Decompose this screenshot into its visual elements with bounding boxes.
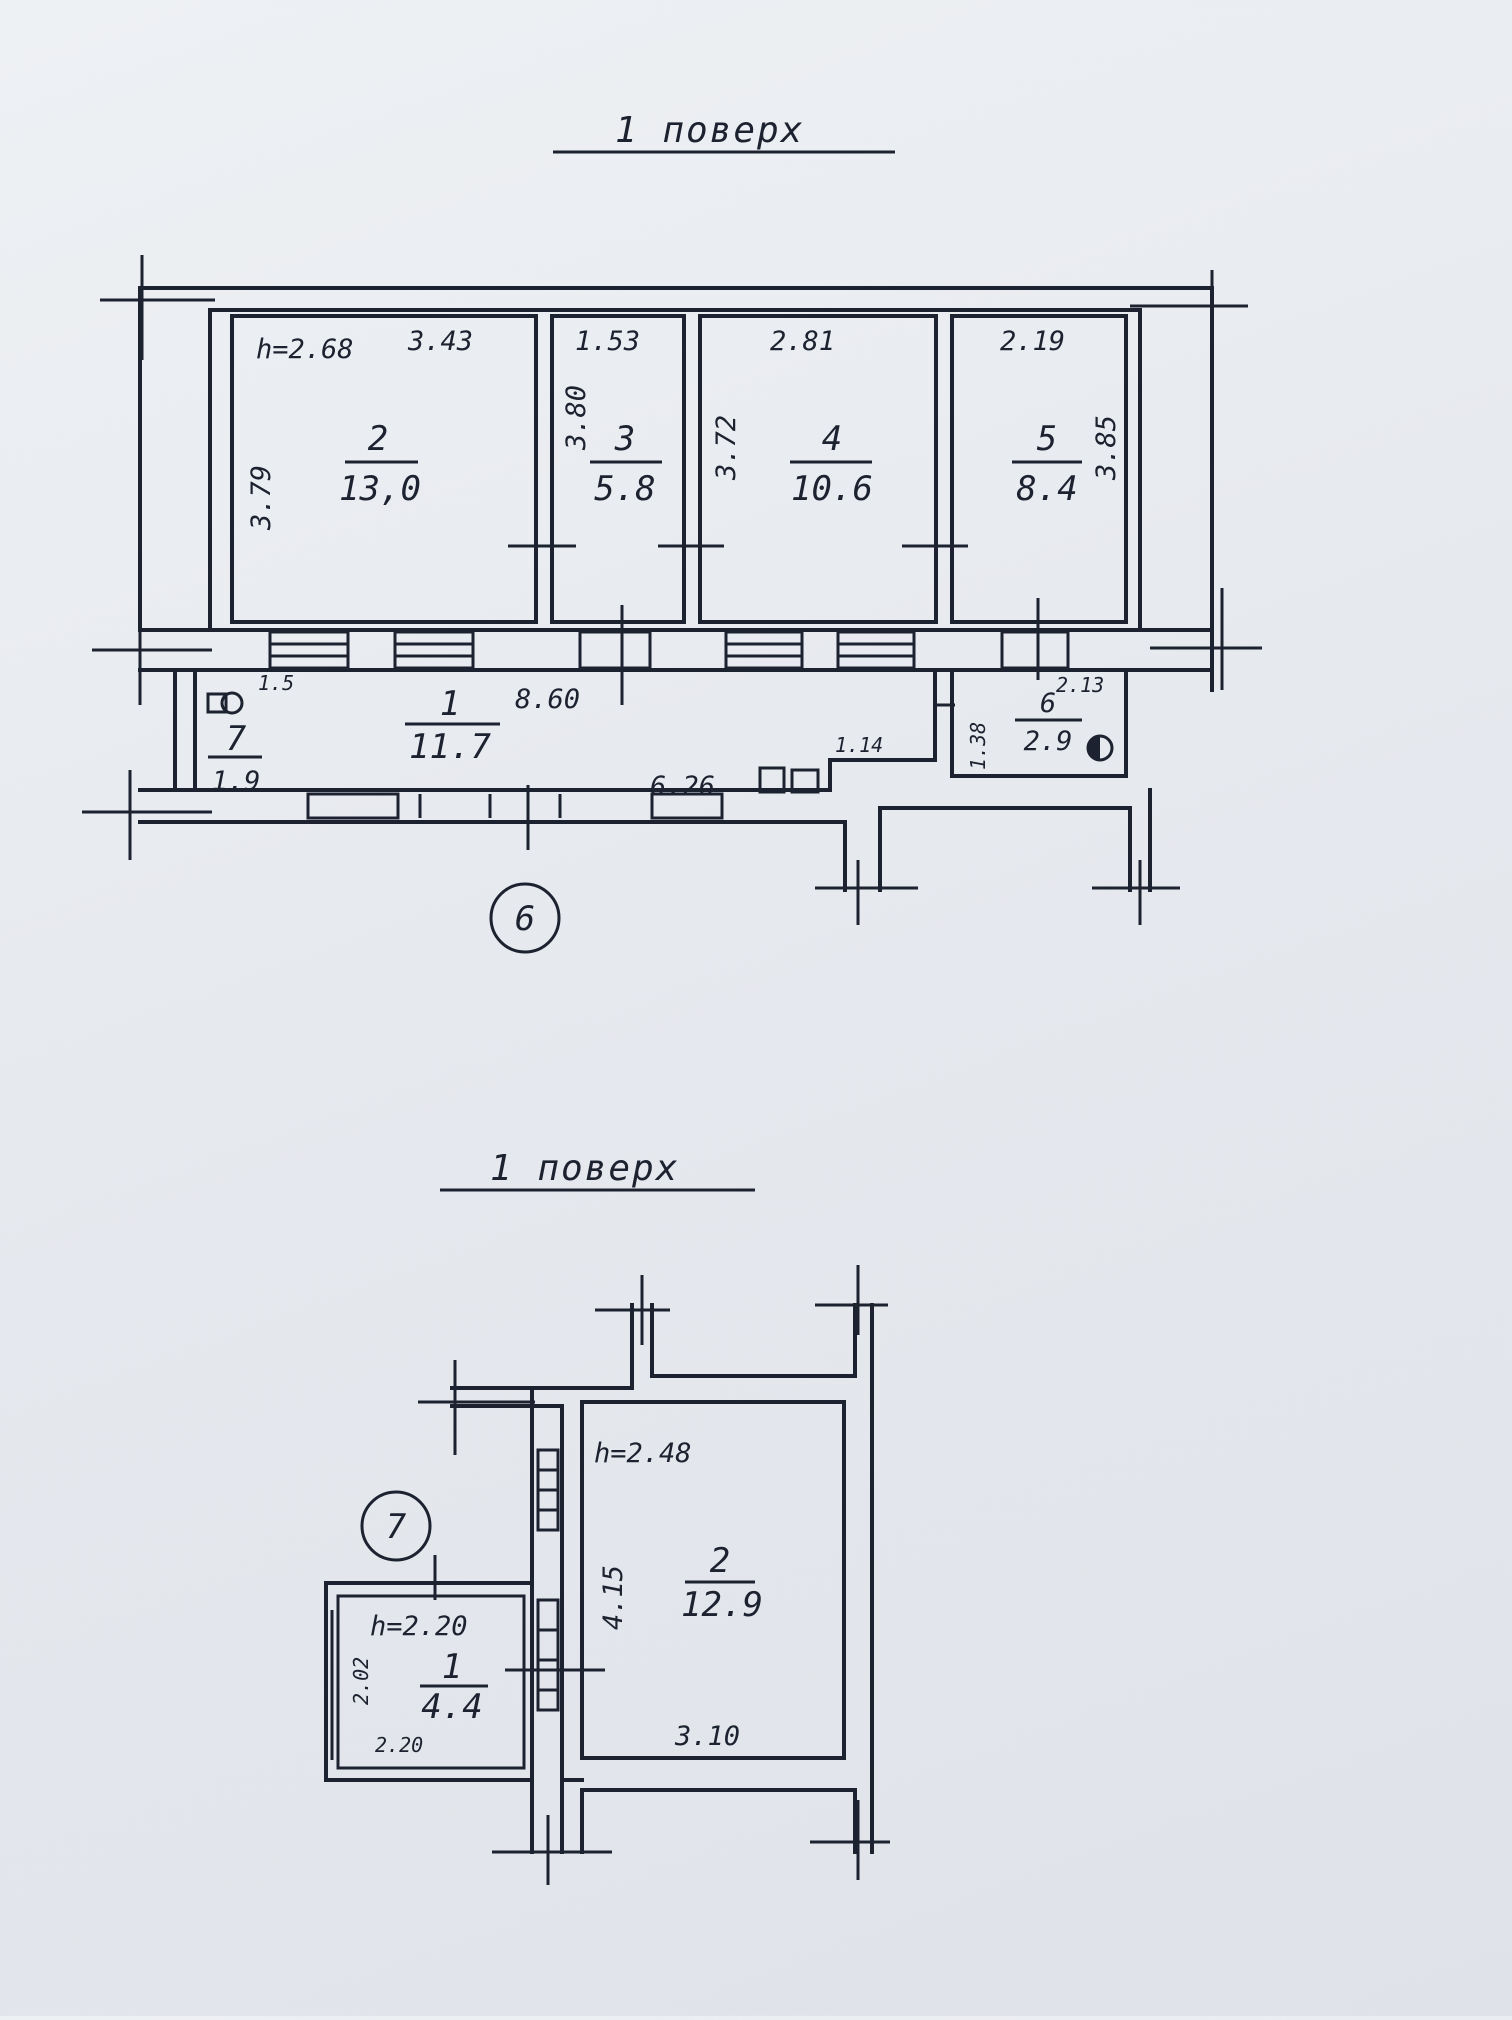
dim-corridor-bottom: 6.26 <box>650 771 715 802</box>
room-6-number: 6 <box>1040 688 1056 719</box>
dim-r3-width: 1.53 <box>575 326 640 357</box>
room-4-area: 10.6 <box>791 469 873 509</box>
plan-top-dimensions: h=2.68 3.43 3.79 1.53 3.80 2.81 3.72 2.1… <box>246 326 1122 802</box>
room-2-number: 2 <box>368 419 388 459</box>
plan-top-walls <box>138 286 1214 892</box>
plan-bottom-dimensions: h=2.48 4.15 3.10 h=2.20 2.02 2.20 <box>349 1438 740 1757</box>
room-7-area: 1.9 <box>212 766 261 797</box>
dim-r2-width: 3.43 <box>407 326 473 357</box>
plan-top-openings <box>206 630 1114 820</box>
plan-bottom-room-labels: 2 12.9 1 4.4 <box>420 1541 763 1727</box>
plan-top-room-labels: 2 13,0 3 5.8 4 10.6 5 8.4 1 11.7 7 1.9 6… <box>208 419 1082 797</box>
plan-bottom-marker-circle <box>360 1490 432 1562</box>
plan-bottom-walls <box>324 1303 874 1854</box>
dim-b2-height: h=2.48 <box>594 1438 692 1469</box>
dim-height: h=2.68 <box>256 334 354 365</box>
dim-r6-depth: 1.38 <box>966 722 990 770</box>
dim-b2-depth: 4.15 <box>598 1565 629 1630</box>
dim-r2-depth: 3.79 <box>246 465 277 531</box>
plan-bottom-marker: 7 <box>386 1507 407 1547</box>
plan-bottom-title: 1 поверх <box>490 1148 679 1189</box>
room-4-number: 4 <box>822 419 842 459</box>
dim-r5-depth: 3.85 <box>1091 415 1122 481</box>
room-b1-area: 4.4 <box>421 1687 482 1727</box>
dim-r3-depth: 3.80 <box>561 385 592 451</box>
room-2-area: 13,0 <box>339 469 421 509</box>
dim-b2-width: 3.10 <box>674 1721 740 1752</box>
dim-b1-depth: 2.02 <box>349 1657 373 1705</box>
dim-r4-depth: 3.72 <box>711 415 742 481</box>
room-6-area: 2.9 <box>1024 726 1073 757</box>
dim-r6-width: 2.13 <box>1056 673 1104 697</box>
dim-corridor-length: 8.60 <box>515 684 580 715</box>
plan-top-axis-ticks <box>82 255 1262 925</box>
room-1-number: 1 <box>440 684 460 724</box>
room-b2-number: 2 <box>710 1541 730 1581</box>
dim-b1-height: h=2.20 <box>370 1611 468 1642</box>
plan-bottom-openings <box>536 1448 560 1712</box>
dim-b1-width: 2.20 <box>375 1733 423 1757</box>
dim-r7-small: 1.5 <box>258 671 294 695</box>
dim-corridor-step: 1.14 <box>835 733 883 757</box>
room-3-area: 5.8 <box>594 469 655 509</box>
room-b2-area: 12.9 <box>681 1585 763 1625</box>
dim-r4-width: 2.81 <box>770 326 835 357</box>
plan-bottom: 1 поверх <box>324 1148 890 1885</box>
plan-top-marker: 6 <box>515 899 535 939</box>
plan-top-marker-circle <box>489 882 561 954</box>
room-5-area: 8.4 <box>1016 469 1077 509</box>
plan-top-title: 1 поверх <box>615 110 804 151</box>
room-7-number: 7 <box>226 719 247 759</box>
plan-bottom-axis-ticks <box>418 1265 890 1885</box>
plan-top: 1 поверх <box>82 110 1262 954</box>
room-1-area: 11.7 <box>409 727 491 767</box>
room-3-number: 3 <box>614 419 635 459</box>
room-b1-number: 1 <box>442 1647 462 1687</box>
room-5-number: 5 <box>1037 419 1057 459</box>
dim-r5-width: 2.19 <box>1000 326 1065 357</box>
